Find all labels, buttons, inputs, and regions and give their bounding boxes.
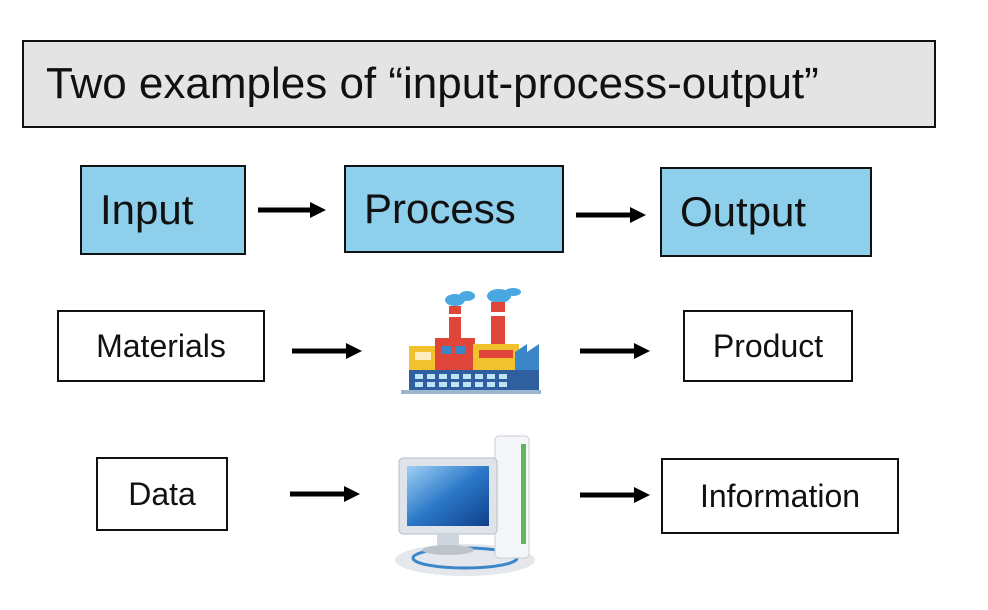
materials-label: Materials	[96, 327, 226, 364]
diagram-title: Two examples of “input-process-output”	[22, 40, 936, 128]
information-box: Information	[661, 458, 899, 534]
process-header-box: Process	[344, 165, 564, 253]
arrow-right-icon	[258, 202, 326, 218]
input-header-box: Input	[80, 165, 246, 255]
arrow-right-icon	[580, 487, 650, 503]
product-label: Product	[712, 327, 824, 364]
data-label: Data	[128, 475, 196, 512]
output-header-box: Output	[660, 167, 872, 257]
input-header-label: Input	[100, 186, 194, 233]
diagram-title-text: Two examples of “input-process-output”	[46, 59, 819, 108]
arrow-right-icon	[580, 343, 650, 359]
materials-box: Materials	[57, 310, 265, 382]
information-label: Information	[699, 477, 861, 514]
factory-icon	[401, 288, 541, 394]
data-box: Data	[96, 457, 228, 531]
computer-icon	[395, 435, 535, 576]
output-header-label: Output	[680, 188, 807, 235]
product-box: Product	[683, 310, 853, 382]
arrow-right-icon	[292, 343, 362, 359]
process-header-label: Process	[364, 185, 516, 232]
arrow-right-icon	[290, 486, 360, 502]
arrow-right-icon	[576, 207, 646, 223]
